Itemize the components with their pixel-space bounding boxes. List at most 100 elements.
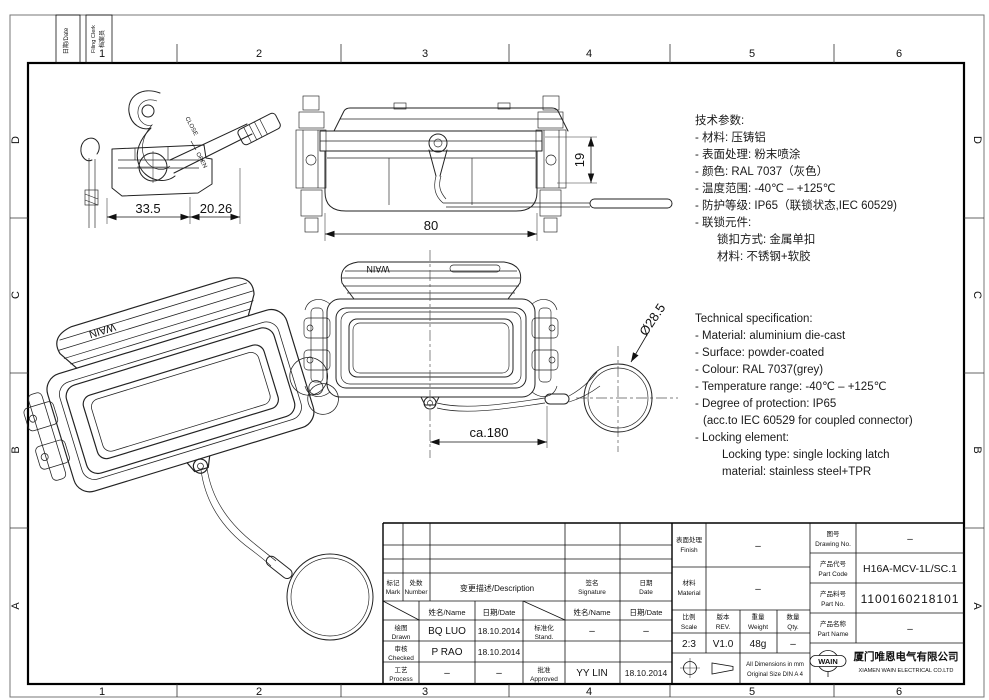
centerlines xyxy=(429,250,678,458)
grid-row-label: A xyxy=(971,602,983,610)
grid-row-label: B xyxy=(971,446,983,453)
lanyard-ring-inner xyxy=(587,367,649,429)
spec-en-line: - Material: aluminium die-cast xyxy=(695,330,846,342)
approved-name: YY LIN xyxy=(576,668,608,679)
left-lever-bracket xyxy=(295,95,327,233)
top-view: WAIN xyxy=(303,250,678,458)
left-pivot-bracket xyxy=(303,299,331,397)
grid-col-label: 6 xyxy=(896,48,902,60)
process-label-cn: 工艺 xyxy=(395,666,409,674)
grid-col-label: 4 xyxy=(586,686,592,698)
grid-reference-labels: 1 2 3 4 5 6 1 2 3 4 5 6 D C B A D C B A xyxy=(10,44,984,698)
drawing-no-label-en: Drawing No. xyxy=(815,541,851,548)
scale-label-en: Scale xyxy=(681,624,698,631)
title-block: 标记 Mark 处数 Number 变更描述/Description 签名 Si… xyxy=(382,522,964,684)
wain-embossed-logo: WAIN xyxy=(366,264,389,274)
spec-en-line: - Temperature range: -40℃ – +125℃ xyxy=(695,381,887,393)
process-date: – xyxy=(496,668,502,679)
rev-label-en: REV. xyxy=(716,624,731,631)
company-name-cn: 厦门唯恩电气有限公司 xyxy=(854,650,959,663)
part-name-value: – xyxy=(907,624,913,635)
side-view: CLOSE OPEN 33.5 20.26 xyxy=(80,90,281,228)
spec-cn-line: - 防护等级: IP65（联锁状态,IEC 60529) xyxy=(695,198,897,212)
date-label-en: Date xyxy=(639,589,653,596)
spec-block-cn: 技术参数: - 材料: 压铸铝 - 表面处理: 粉末喷涂 - 颜色: RAL 7… xyxy=(695,113,897,263)
grid-col-label: 6 xyxy=(896,686,902,698)
spec-cn-line: - 材料: 压铸铝 xyxy=(695,130,766,144)
hood-lower-body xyxy=(324,150,538,212)
spec-en-line: - Colour: RAL 7037(grey) xyxy=(695,364,823,376)
material-value: – xyxy=(755,584,761,595)
lanyard-ring-inner xyxy=(290,557,370,637)
dim-ring-diameter: Ø28.5 xyxy=(636,301,668,339)
date-box-label: 日期/Date xyxy=(62,27,70,54)
mark-label-cn: 标记 xyxy=(387,578,401,587)
scale-value: 2:3 xyxy=(682,639,696,650)
name-header: 姓名/Name xyxy=(573,607,610,617)
lever-hole xyxy=(141,104,155,118)
diagonal-cells xyxy=(382,600,566,621)
lever-close-label: CLOSE xyxy=(183,116,198,137)
spec-cn-line: - 联锁元件: xyxy=(695,215,751,229)
grid-row-label: D xyxy=(971,136,983,144)
first-angle-projection-icon xyxy=(680,658,734,678)
company-name-en: XIAMEN WAIN ELECTRICAL CO.LTD xyxy=(859,668,954,674)
iso-lanyard xyxy=(200,467,374,641)
grid-col-label: 5 xyxy=(749,48,755,60)
cord-crimp-sleeve xyxy=(544,393,570,405)
date-label-cn: 日期 xyxy=(640,579,654,587)
grid-col-label: 4 xyxy=(586,48,592,60)
dim-19: 19 xyxy=(572,153,587,167)
grid-col-label: 2 xyxy=(256,686,262,698)
dim-20-26: 20.26 xyxy=(200,201,233,216)
top-ticks xyxy=(176,44,835,63)
spec-cn-line: 材料: 不锈钢+软胶 xyxy=(717,249,811,263)
date-header: 日期/Date xyxy=(483,608,516,617)
opening-inner xyxy=(352,322,510,374)
lanyard-cord xyxy=(443,202,590,208)
drawing-no-label-cn: 图号 xyxy=(827,530,841,538)
wain-embossed-logo: WAIN xyxy=(87,321,117,340)
weight-label-en: Weight xyxy=(748,624,768,631)
part-code-label-en: Part Code xyxy=(818,571,848,578)
grid-row-label: C xyxy=(10,291,22,299)
stand-label-cn: 标准化 xyxy=(534,623,554,632)
spec-en-line: (acc.to IEC 60529 for coupled connector) xyxy=(703,415,913,427)
stand-name: – xyxy=(589,626,595,637)
material-label-cn: 材料 xyxy=(683,578,697,587)
date-box xyxy=(55,14,81,64)
spec-en-line: Locking type: single locking latch xyxy=(722,449,890,461)
checked-label-cn: 审核 xyxy=(395,644,409,653)
cord-anchor xyxy=(428,133,673,209)
grid-row-label: D xyxy=(10,136,22,144)
dim-80: 80 xyxy=(424,218,438,233)
gasket-inner xyxy=(340,311,522,385)
lever-handle xyxy=(237,112,281,146)
spec-cn-line: - 温度范围: -40℃ – +125℃ xyxy=(695,181,836,195)
signature-label-cn: 签名 xyxy=(586,578,599,587)
lanyard-pin xyxy=(80,137,100,228)
locking-lever: CLOSE OPEN xyxy=(128,90,281,183)
stand-label-en: Stand. xyxy=(535,634,554,641)
filing-clerk-label-cn: 档案员 xyxy=(98,30,106,48)
description-label: 变更描述/Description xyxy=(460,583,534,593)
drawing-no-value: – xyxy=(907,534,913,545)
finish-label-en: Finish xyxy=(680,547,698,554)
number-label-en: Number xyxy=(404,589,428,596)
part-no-label-cn: 产品料号 xyxy=(820,589,847,598)
grid-col-label: 3 xyxy=(422,686,428,698)
spec-en-line: - Surface: powder-coated xyxy=(695,347,824,359)
grid-col-label: 5 xyxy=(749,686,755,698)
grid-col-label: 2 xyxy=(256,48,262,60)
process-name: – xyxy=(444,668,450,679)
lanyard-ring-outer xyxy=(583,363,653,433)
drawn-name: BQ LUO xyxy=(428,626,466,637)
weight-label-cn: 重量 xyxy=(752,613,766,621)
approved-date: 18.10.2014 xyxy=(625,668,668,678)
front-view-dimensions: 80 19 xyxy=(324,136,597,241)
lanyard-ring-outer xyxy=(286,553,374,641)
hood-body-profile xyxy=(111,144,213,197)
wain-logo: WAIN xyxy=(809,650,847,677)
inner-frame xyxy=(26,61,966,686)
